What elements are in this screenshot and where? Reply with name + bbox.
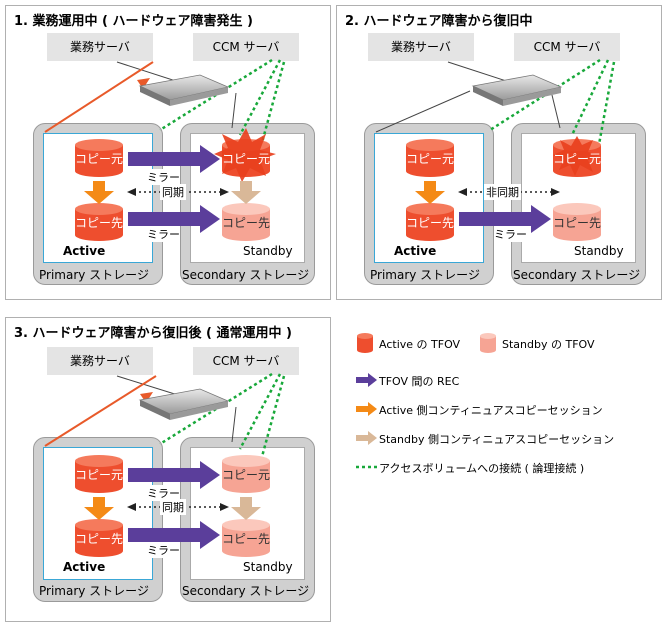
active-session-arrow: [84, 181, 114, 204]
mirror-label: ミラー: [147, 169, 180, 185]
copy-dest-label: コピー先: [75, 216, 124, 230]
primary-storage-label: Primary ストレージ: [370, 268, 480, 282]
legend-active-session-icon: [356, 402, 377, 416]
failure-burst-icon: [553, 136, 600, 176]
copy-source-label: コピー元: [222, 468, 271, 482]
panel1-connections: [44, 58, 286, 151]
copy-dest-label: コピー先: [222, 532, 271, 546]
copy-source-label: コピー元: [75, 468, 124, 482]
standby-session-arrow: [231, 497, 261, 520]
legend-active-tfov: Active の TFOV: [379, 338, 461, 351]
copy-dest-label: コピー先: [75, 532, 124, 546]
sync-arrow: [127, 503, 229, 511]
volume-active-dest: [406, 203, 454, 241]
legend-rec-arrow-icon: [356, 373, 377, 387]
volume-standby-source: [222, 455, 270, 493]
mirror-label: ミラー: [147, 485, 180, 501]
primary-storage-label: Primary ストレージ: [39, 268, 149, 282]
sync-label: 同期: [160, 184, 186, 200]
volume-standby-dest: [222, 519, 270, 557]
rec-arrow: [459, 205, 551, 233]
failure-burst-icon: [214, 128, 276, 182]
legend-access: アクセスボリュームへの接続 ( 論理接続 ): [379, 462, 585, 475]
volume-active-dest: [75, 203, 123, 241]
copy-dest-label: コピー先: [553, 216, 602, 230]
volume-standby-dest: [553, 203, 601, 241]
rec-arrow: [128, 461, 220, 489]
panel-title: 2. ハードウェア障害から復旧中: [345, 14, 533, 29]
copy-dest-label: コピー先: [406, 216, 455, 230]
panel-title: 3. ハードウェア障害から復旧後 ( 通常運用中 ): [14, 326, 292, 341]
legend-active-session: Active 側コンティニュアスコピーセッション: [379, 404, 603, 417]
volume-active-source: [75, 455, 123, 493]
volume-active-dest: [75, 519, 123, 557]
legend-standby-tfov: Standby の TFOV: [502, 338, 595, 351]
copy-source-label: コピー元: [222, 152, 271, 166]
standby-label: Standby: [243, 560, 293, 574]
copy-source-label: コピー元: [75, 152, 124, 166]
mirror-label: ミラー: [147, 542, 180, 558]
rec-arrow: [128, 205, 220, 233]
sync-arrow: [127, 188, 229, 196]
ccm-server: CCM サーバ: [193, 347, 299, 375]
standby-session-arrow: [231, 181, 261, 204]
mirror-label: ミラー: [494, 226, 527, 242]
volume-active-source: [406, 139, 454, 177]
panel-title: 1. 業務運用中 ( ハードウェア障害発生 ): [14, 14, 253, 29]
legend-active-tfov-icon: [357, 333, 373, 353]
active-label: Active: [63, 244, 106, 258]
active-label: Active: [63, 560, 106, 574]
sync-arrow: [458, 188, 560, 196]
active-label: Active: [394, 244, 437, 258]
secondary-storage-label: Secondary ストレージ: [182, 268, 310, 282]
legend-rec: TFOV 間の REC: [379, 375, 460, 388]
copy-source-label: コピー元: [553, 152, 602, 166]
panel2-connections: [375, 58, 616, 151]
volume-standby-dest: [222, 203, 270, 241]
volume-active-source: [75, 139, 123, 177]
legend-standby-tfov-icon: [480, 333, 496, 353]
standby-label: Standby: [574, 244, 624, 258]
active-session-arrow: [84, 497, 114, 520]
business-server: 業務サーバ: [368, 33, 474, 61]
secondary-storage-label: Secondary ストレージ: [182, 584, 310, 598]
panel3-connections: [44, 372, 286, 465]
active-session-arrow: [415, 181, 445, 204]
copy-source-label: コピー元: [406, 152, 455, 166]
ccm-server: CCM サーバ: [193, 33, 299, 61]
sync-label: 同期: [160, 499, 186, 515]
rec-arrow: [128, 521, 220, 549]
legend-standby-session-icon: [356, 431, 377, 445]
async-label: 非同期: [484, 184, 521, 200]
rec-arrow: [128, 145, 220, 173]
legend-standby-session: Standby 側コンティニュアスコピーセッション: [379, 433, 615, 446]
primary-storage-label: Primary ストレージ: [39, 584, 149, 598]
mirror-label: ミラー: [147, 226, 180, 242]
standby-label: Standby: [243, 244, 293, 258]
secondary-storage-label: Secondary ストレージ: [513, 268, 641, 282]
business-server: 業務サーバ: [47, 33, 153, 61]
ccm-server: CCM サーバ: [514, 33, 620, 61]
business-server: 業務サーバ: [47, 347, 153, 375]
copy-dest-label: コピー先: [222, 216, 271, 230]
